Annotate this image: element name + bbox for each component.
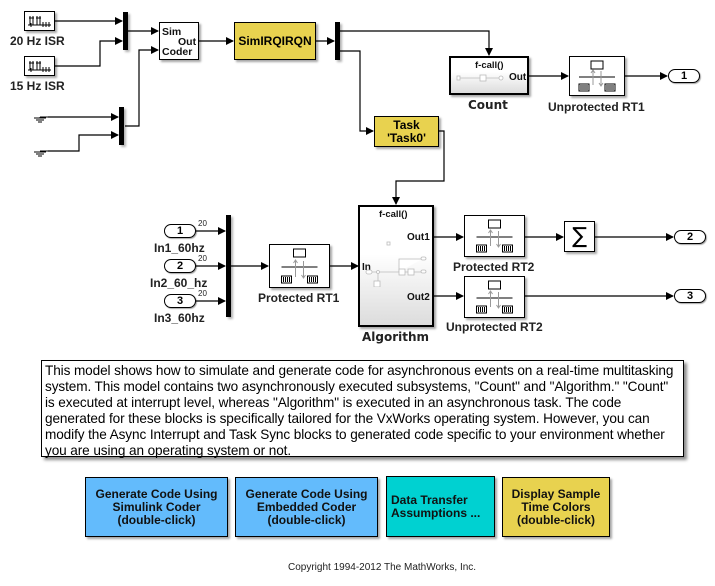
demux-irq[interactable] (335, 22, 340, 60)
protected-rt2-label: Protected RT2 (453, 260, 535, 274)
sim-coder-block[interactable]: Sim Out Coder (159, 22, 199, 60)
algorithm-fcall-label: f-call() (379, 209, 408, 220)
data-transfer-assumptions-button[interactable]: Data Transfer Assumptions ... (386, 476, 495, 537)
count-label: Count (468, 98, 508, 112)
model-description-note: This model shows how to simulate and gen… (41, 360, 684, 458)
count-out-label: Out (509, 72, 527, 83)
pulse-train-icon (28, 16, 51, 27)
generate-simulink-coder-button[interactable]: Generate Code Using Simulink Coder (doub… (85, 477, 228, 537)
algorithm-subsystem[interactable]: f-call() Out1 In Out2 (358, 205, 434, 327)
subsystem-preview-icon (365, 241, 427, 287)
subsystem-preview-icon (456, 74, 504, 82)
algorithm-in-label: In (362, 262, 371, 273)
inport-2[interactable]: 2 (164, 259, 196, 273)
inport-1-label: In1_60hz (154, 241, 205, 255)
protected-rt1-block[interactable] (269, 244, 330, 288)
unprotected-rt1-label: Unprotected RT1 (548, 100, 645, 114)
task-sync-line1: Task (393, 118, 420, 132)
sum-icon: ∑ (572, 224, 587, 249)
isr-15hz-block[interactable] (24, 56, 55, 76)
isr-20hz-label: 20 Hz ISR (10, 34, 65, 48)
mux-inputs[interactable] (226, 215, 231, 317)
algorithm-out1-label: Out1 (407, 232, 430, 243)
line-ground2-mux (48, 131, 119, 152)
line-mux2-simcoder (125, 46, 159, 127)
outport-2[interactable]: 2 (674, 230, 706, 244)
task-sync-block[interactable]: Task 'Task0' (374, 116, 439, 147)
display-sample-time-colors-button[interactable]: Display Sample Time Colors (double-click… (502, 477, 610, 537)
task-sync-line2: 'Task0' (387, 131, 426, 145)
protected-rt2-block[interactable] (464, 215, 525, 257)
count-subsystem[interactable]: f-call() Out (449, 56, 529, 95)
inport-1-sample: 20 (198, 219, 207, 228)
protected-rt1-label: Protected RT1 (258, 291, 340, 305)
inport-3-sample: 20 (198, 289, 207, 298)
unprotected-rt1-block[interactable] (569, 56, 625, 96)
outport-3[interactable]: 3 (674, 289, 706, 303)
ground-icon[interactable] (32, 112, 50, 124)
isr-20hz-block[interactable] (24, 11, 55, 31)
async-interrupt-label: SimIRQIRQN (238, 34, 312, 48)
copyright-text: Copyright 1994-2012 The MathWorks, Inc. (288, 562, 477, 573)
unprotected-rt2-block[interactable] (464, 276, 525, 318)
isr-15hz-label: 15 Hz ISR (10, 79, 65, 93)
generate-embedded-coder-button[interactable]: Generate Code Using Embedded Coder (doub… (235, 477, 378, 537)
line-isr15-mux (55, 37, 123, 67)
inport-3[interactable]: 3 (164, 294, 196, 308)
sim-coder-coder-label: Coder (162, 46, 193, 58)
mux-isr[interactable] (123, 12, 128, 50)
pulse-train-icon (28, 61, 51, 72)
rate-transition-icon (281, 248, 318, 284)
outport-1[interactable]: 1 (668, 69, 700, 83)
line-demux-count (340, 30, 493, 56)
async-interrupt-block[interactable]: SimIRQIRQN (234, 22, 316, 60)
ground-icon[interactable] (32, 146, 50, 158)
line-demux-task (340, 50, 374, 135)
line-task-algorithm (392, 130, 445, 205)
sum-block[interactable]: ∑ (564, 221, 595, 252)
rate-transition-icon (476, 280, 513, 314)
rate-transition-icon (578, 60, 616, 92)
unprotected-rt2-label: Unprotected RT2 (446, 320, 543, 334)
inport-3-label: In3_60hz (154, 311, 205, 325)
inport-2-label: In2_60_hz (150, 276, 208, 290)
rate-transition-icon (476, 219, 513, 253)
algorithm-label: Algorithm (362, 330, 430, 344)
inport-1[interactable]: 1 (164, 224, 196, 238)
inport-2-sample: 20 (198, 254, 207, 263)
mux-ground[interactable] (119, 107, 124, 145)
sim-coder-out-label: Out (178, 36, 197, 48)
sim-coder-sim-label: Sim (162, 26, 182, 38)
algorithm-out2-label: Out2 (407, 292, 430, 303)
count-fcall-label: f-call() (475, 60, 504, 71)
